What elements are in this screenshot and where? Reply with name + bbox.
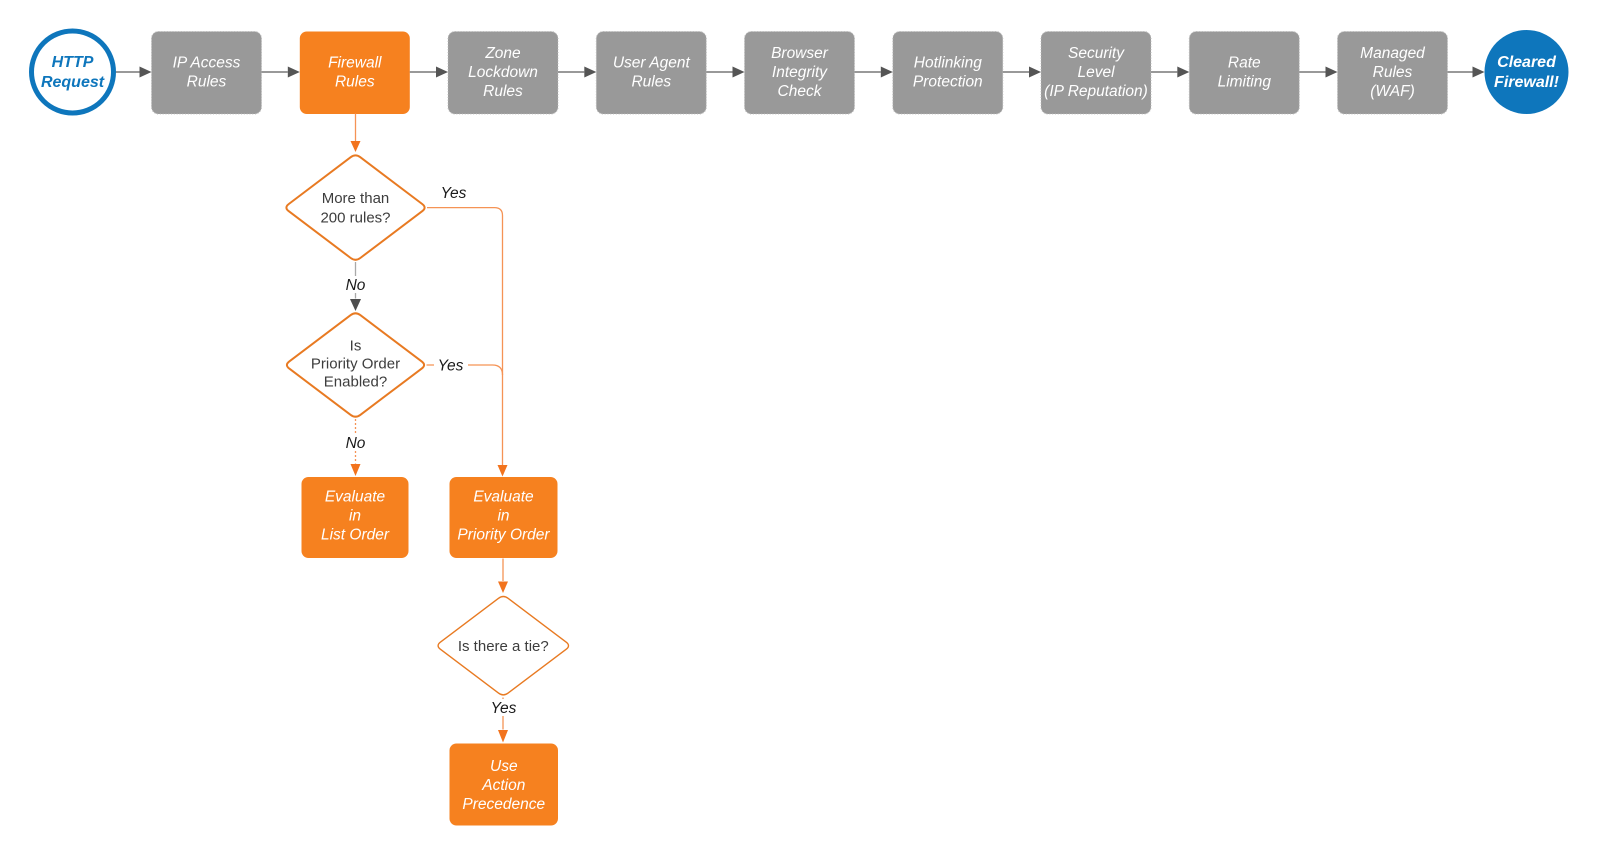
svg-text:HTTP: HTTP: [52, 54, 94, 71]
svg-text:Is: Is: [350, 338, 362, 355]
svg-text:Rules: Rules: [631, 74, 671, 91]
svg-text:200 rules?: 200 rules?: [320, 210, 390, 227]
svg-text:Evaluate: Evaluate: [325, 489, 386, 506]
svg-text:IP Access: IP Access: [173, 55, 241, 72]
svg-text:Request: Request: [41, 74, 105, 91]
svg-text:Yes: Yes: [438, 358, 464, 375]
svg-text:(IP Reputation): (IP Reputation): [1044, 83, 1148, 100]
svg-text:(WAF): (WAF): [1370, 83, 1414, 100]
svg-text:Check: Check: [778, 83, 823, 100]
svg-text:Protection: Protection: [913, 74, 983, 91]
svg-text:Yes: Yes: [441, 185, 467, 202]
svg-text:Evaluate: Evaluate: [473, 489, 534, 506]
svg-text:Cleared: Cleared: [1497, 54, 1557, 71]
svg-text:Managed: Managed: [1360, 45, 1426, 62]
svg-text:No: No: [346, 435, 366, 452]
svg-text:Rules: Rules: [335, 74, 375, 91]
svg-text:More than: More than: [322, 190, 390, 207]
svg-text:Zone: Zone: [484, 45, 521, 62]
svg-text:Precedence: Precedence: [462, 796, 545, 813]
svg-text:Rate: Rate: [1228, 55, 1261, 72]
svg-text:Use: Use: [490, 758, 518, 775]
svg-text:No: No: [346, 277, 366, 294]
svg-text:Rules: Rules: [483, 83, 523, 100]
svg-text:Browser: Browser: [771, 45, 829, 62]
svg-text:Lockdown: Lockdown: [468, 64, 538, 81]
svg-text:Rules: Rules: [187, 74, 227, 91]
svg-text:Rules: Rules: [1373, 64, 1413, 81]
svg-text:Security: Security: [1068, 45, 1125, 62]
svg-text:in: in: [349, 508, 361, 525]
svg-text:Firewall!: Firewall!: [1494, 74, 1560, 91]
svg-text:Limiting: Limiting: [1218, 74, 1272, 91]
svg-text:Firewall: Firewall: [328, 55, 382, 72]
svg-text:Enabled?: Enabled?: [324, 374, 387, 391]
svg-text:Level: Level: [1077, 64, 1115, 81]
svg-text:Integrity: Integrity: [772, 64, 828, 81]
svg-text:List Order: List Order: [321, 527, 390, 544]
svg-text:Is there a tie?: Is there a tie?: [458, 638, 549, 655]
svg-text:Yes: Yes: [491, 700, 517, 717]
svg-text:User Agent: User Agent: [613, 55, 691, 72]
svg-text:Priority Order: Priority Order: [457, 527, 550, 544]
svg-text:Hotlinking: Hotlinking: [914, 55, 982, 72]
svg-text:Priority Order: Priority Order: [311, 356, 400, 373]
svg-text:Action: Action: [481, 777, 525, 794]
svg-text:in: in: [497, 508, 509, 525]
